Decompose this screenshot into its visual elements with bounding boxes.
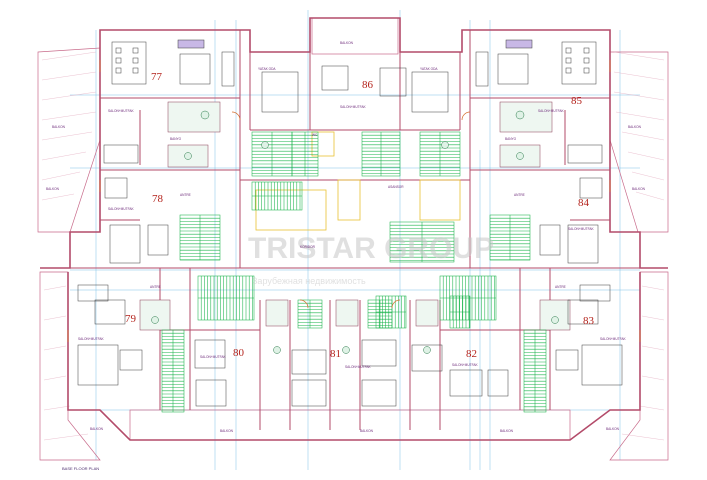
apt-number-84: 84 xyxy=(578,197,590,209)
balcony-hatching xyxy=(41,51,665,441)
balcony-label-se: BALKON xyxy=(606,427,620,431)
bedroom-label-86b: YATAK ODA xyxy=(420,67,438,71)
corridor-label: KORIDOR xyxy=(300,245,316,249)
hall-label-83: ANTRE xyxy=(555,285,566,289)
apt-number-83: 83 xyxy=(583,315,595,327)
staircases xyxy=(161,131,547,413)
room-label-80: SALON+MUTFAK xyxy=(200,355,226,359)
doors xyxy=(67,60,641,342)
room-label-78: SALON+MUTFAK xyxy=(108,207,134,211)
bedroom-label-86a: YATAK ODA xyxy=(258,67,276,71)
hall-label-79: ANTRE xyxy=(150,285,161,289)
balcony-label-s2: BALKON xyxy=(360,429,374,433)
sanitary-fixtures xyxy=(151,110,559,354)
watermark: TRISTAR GROUP Зарубежная недвижимость xyxy=(248,232,494,286)
furniture xyxy=(77,39,623,407)
wc-label-86: WC xyxy=(312,133,318,137)
apt-number-86: 86 xyxy=(362,79,374,91)
balcony-label-n: BALKON xyxy=(340,41,354,45)
room-label-82: SALON+MUTFAK xyxy=(452,363,478,367)
apt-number-80: 80 xyxy=(233,347,245,359)
apt-number-77: 77 xyxy=(151,71,163,83)
plan-caption: BASE FLOOR PLAN xyxy=(62,466,99,471)
room-label-81: SALON+MUTFAK xyxy=(345,365,371,369)
room-label-85: SALON+MUTFAK xyxy=(538,109,564,113)
watermark-brand: TRISTAR GROUP xyxy=(248,232,494,265)
balcony-label-s1: BALKON xyxy=(220,429,234,433)
room-labels: SALON+MUTFAK SALON+MUTFAK SALON+MUTFAK S… xyxy=(46,41,646,433)
apt-number-79: 79 xyxy=(125,313,137,325)
balcony-label-sw: BALKON xyxy=(90,427,104,431)
room-label-83: SALON+MUTFAK xyxy=(600,337,626,341)
interior-walls xyxy=(70,30,640,430)
balcony-label-ne: BALKON xyxy=(628,125,642,129)
room-label-77: SALON+MUTFAK xyxy=(108,109,134,113)
hall-label-84: ANTRE xyxy=(514,193,525,197)
room-label-86: SALON+MUTFAK xyxy=(340,105,366,109)
balcony-label-w: BALKON xyxy=(46,187,60,191)
watermark-tagline: Зарубежная недвижимость xyxy=(252,276,366,286)
room-label-79: SALON+MUTFAK xyxy=(78,337,104,341)
apt-number-85: 85 xyxy=(571,95,583,107)
balcony-label-nw: BALKON xyxy=(52,125,66,129)
hall-label-78: ANTRE xyxy=(180,193,191,197)
balcony-label-e: BALKON xyxy=(632,187,646,191)
balcony-label-s3: BALKON xyxy=(500,429,514,433)
bathroom-label-77: BANYO xyxy=(170,137,182,141)
bathroom-label-85: BANYO xyxy=(505,137,517,141)
apt-number-78: 78 xyxy=(152,193,164,205)
apartment-numbers: 77 78 79 80 81 82 83 84 85 86 xyxy=(125,71,595,360)
apt-number-82: 82 xyxy=(466,348,477,360)
room-label-84: SALON+MUTFAK xyxy=(568,227,594,231)
elevator-label: ASANSOR xyxy=(388,185,404,189)
apt-number-81: 81 xyxy=(330,348,341,360)
